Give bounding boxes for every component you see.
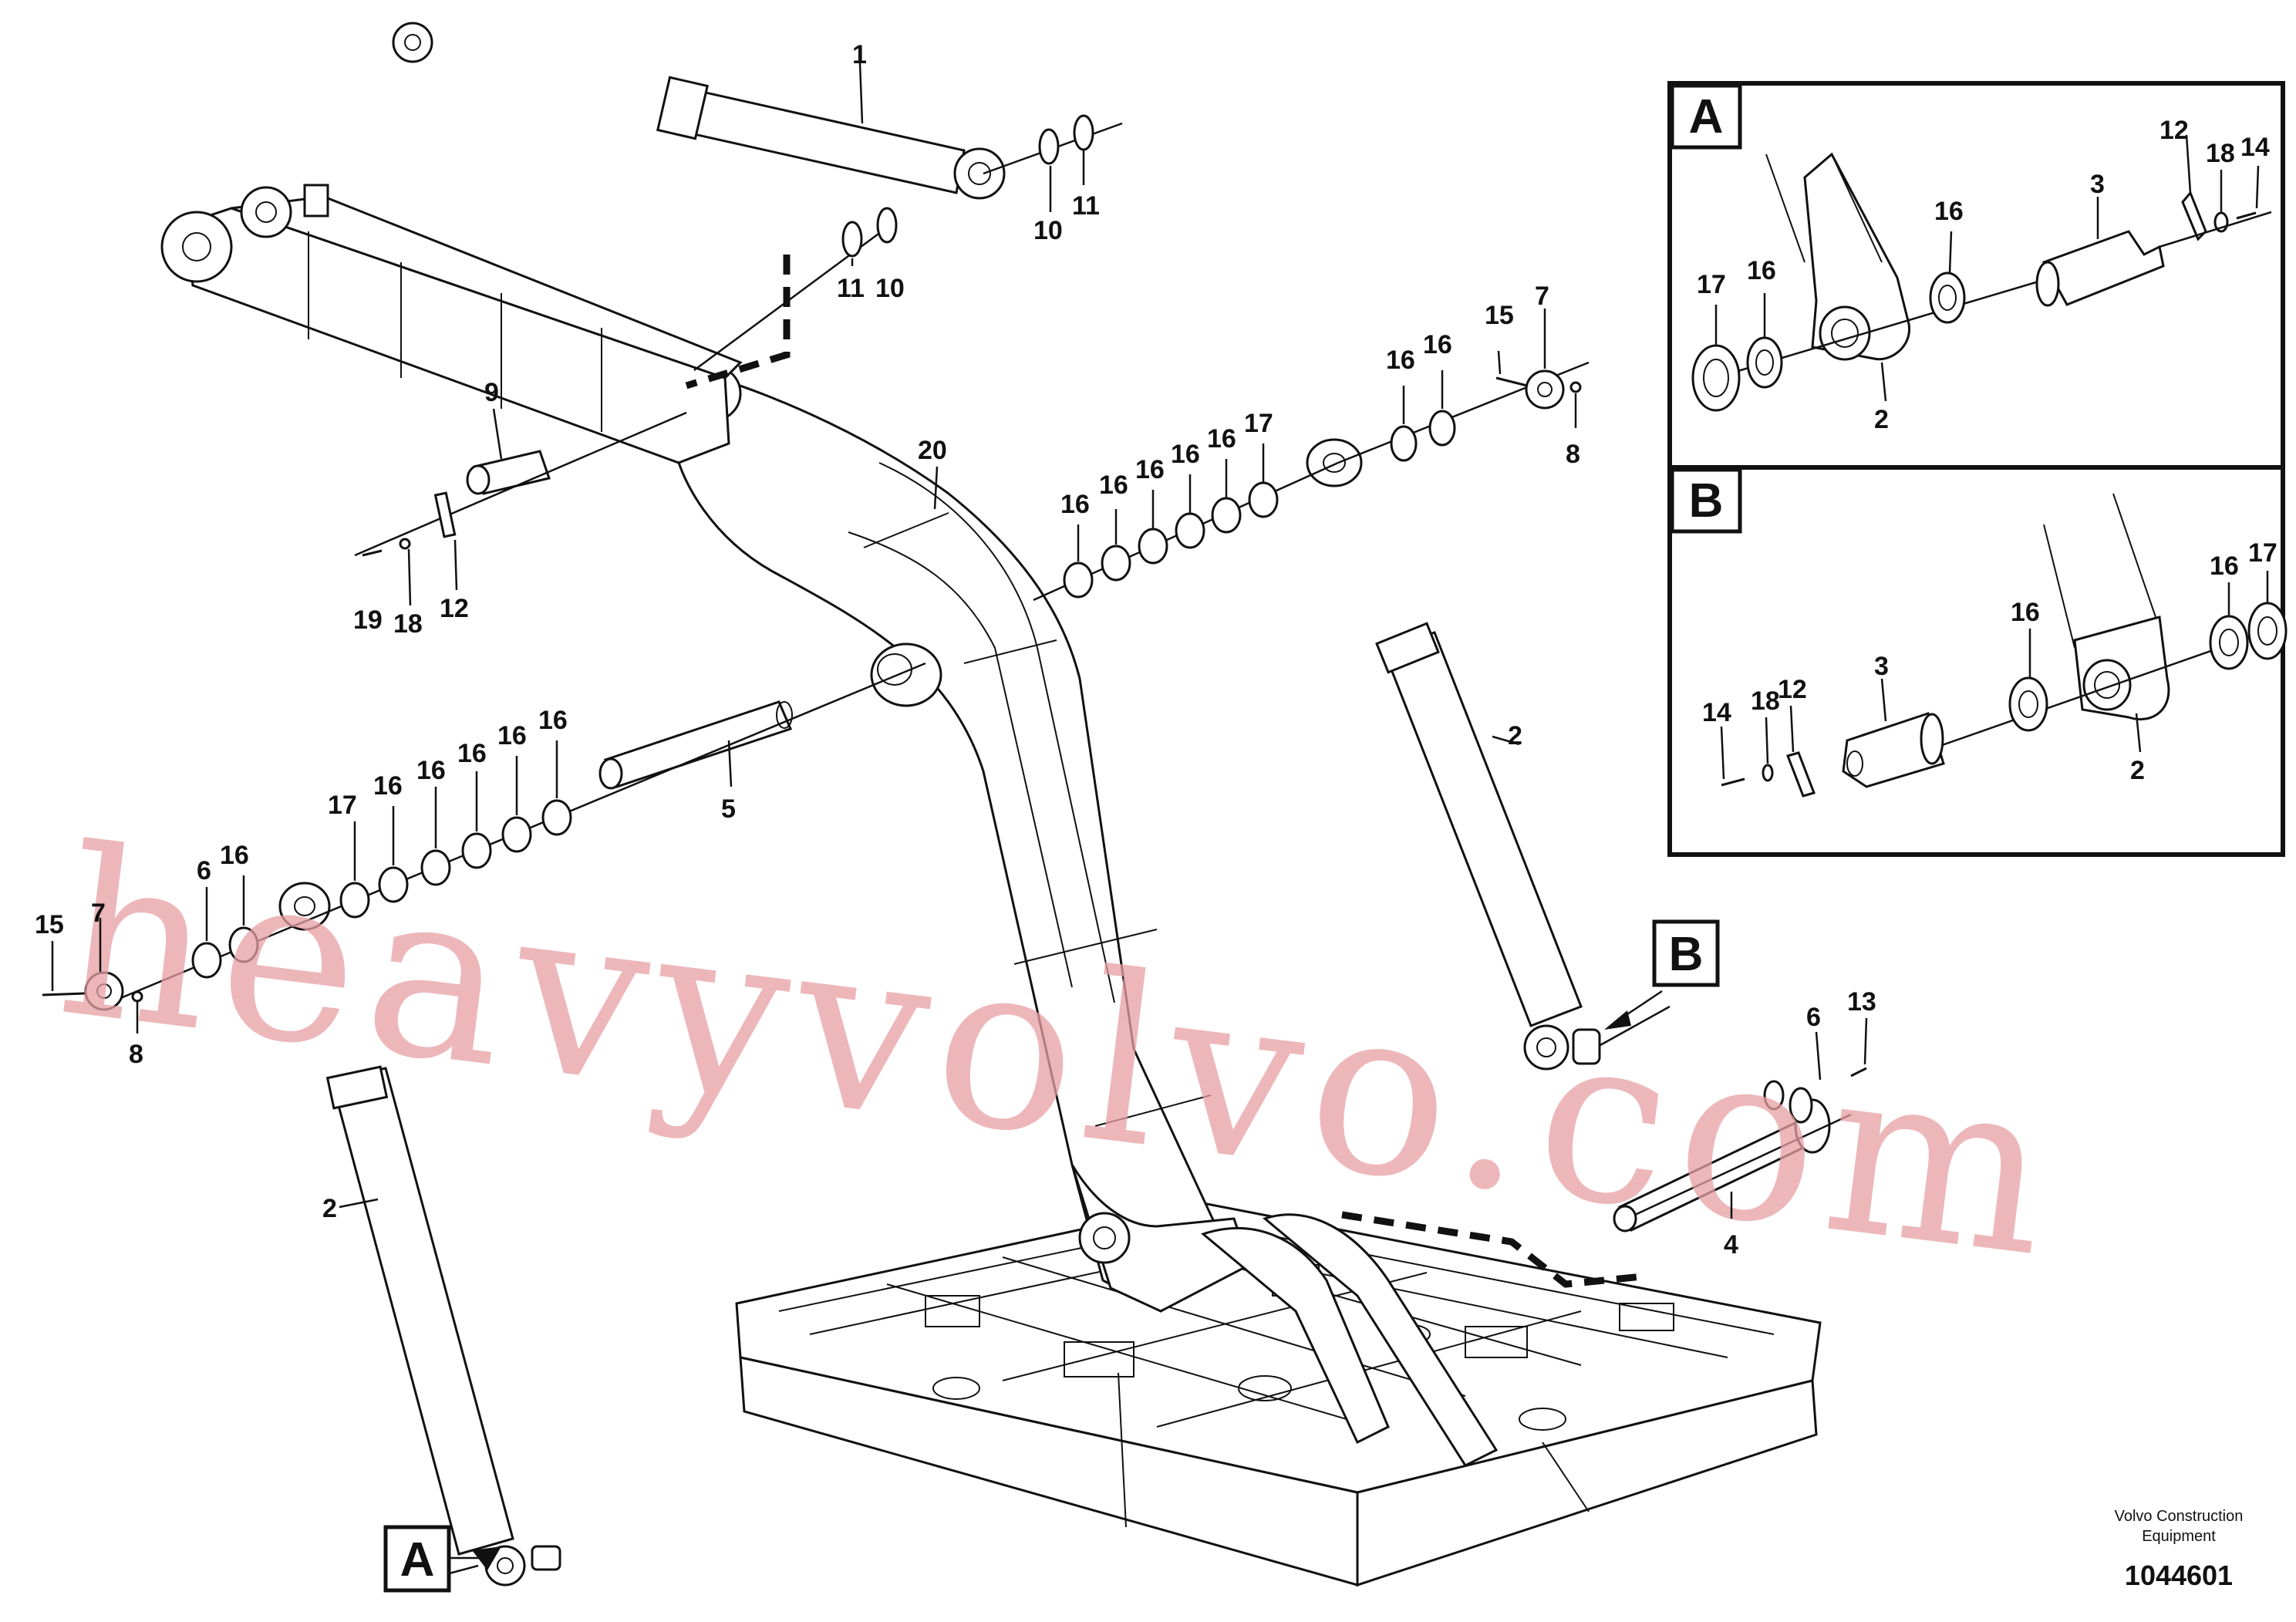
dashed-ref-arm: [685, 255, 791, 389]
detail-a-letter: A: [1689, 90, 1724, 143]
detail-b: B: [1670, 467, 2288, 798]
part-label-16: 16: [497, 721, 527, 750]
detail-a-label-14: 14: [2240, 133, 2270, 162]
part-label-16: 16: [220, 841, 249, 870]
detail-b-label-16: 16: [2210, 551, 2239, 581]
detail-a-label-2: 2: [1874, 405, 1889, 434]
detail-b-label-18: 18: [1751, 686, 1780, 716]
part-label-6: 6: [197, 856, 211, 885]
footer: Volvo Construction Equipment 1044601: [2115, 1508, 2244, 1591]
part-label-13: 13: [1847, 987, 1876, 1017]
callout-b-letter: B: [1669, 928, 1704, 981]
detail-a-label-12: 12: [2159, 116, 2189, 145]
part-label-2: 2: [322, 1194, 337, 1223]
part-label-15: 15: [1485, 301, 1514, 330]
part-label-16: 16: [373, 771, 403, 801]
part-label-16: 16: [1060, 490, 1090, 519]
part-label-17: 17: [328, 791, 357, 820]
part-label-9: 9: [484, 378, 499, 407]
part-label-4: 4: [1724, 1230, 1738, 1259]
part-label-8: 8: [1566, 440, 1580, 469]
pins: [466, 450, 1831, 1233]
detail-a-label-16: 16: [1934, 197, 1964, 226]
part-label-18: 18: [393, 609, 423, 639]
part-label-16: 16: [1099, 470, 1128, 500]
detail-b-letter: B: [1689, 474, 1724, 528]
callout-a-letter: A: [400, 1533, 435, 1587]
arm-cylinder: [392, 22, 1006, 200]
detail-a-label-3: 3: [2090, 170, 2105, 199]
detail-a-label-17: 17: [1697, 270, 1726, 299]
part-label-15: 15: [35, 910, 64, 939]
detail-b-label-17: 17: [2248, 538, 2277, 568]
part-label-17: 17: [1244, 409, 1273, 438]
hardware: [42, 369, 1867, 1111]
drawing-number: 1044601: [2125, 1560, 2233, 1591]
part-label-6: 6: [1806, 1003, 1821, 1032]
part-label-5: 5: [721, 794, 736, 824]
dashed-ref-frame: [1341, 1211, 1644, 1288]
washers: [191, 114, 1813, 1124]
brand-line-1: Volvo Construction: [2115, 1508, 2244, 1525]
part-label-11: 11: [1072, 191, 1100, 221]
part-label-16: 16: [457, 739, 487, 768]
part-label-7: 7: [91, 899, 106, 928]
part-label-16: 16: [538, 706, 568, 735]
upper-frame: [735, 1202, 1822, 1587]
detail-a-label-18: 18: [2206, 139, 2235, 168]
arm: [160, 184, 743, 464]
part-label-12: 12: [440, 594, 469, 623]
part-label-1: 1: [852, 40, 867, 69]
detail-b-label-3: 3: [1874, 652, 1889, 681]
part-label-11: 11: [837, 274, 865, 303]
detail-b-label-14: 14: [1702, 698, 1731, 727]
part-label-16: 16: [416, 756, 446, 785]
part-label-16: 16: [1207, 424, 1236, 454]
callout-a: A: [383, 1525, 501, 1593]
part-label-16: 16: [1135, 455, 1165, 484]
part-label-7: 7: [1535, 282, 1549, 311]
detail-a: A: [1670, 83, 2272, 412]
part-label-2: 2: [1508, 721, 1522, 750]
boom-cylinder-right: [1306, 438, 1601, 1071]
part-label-10: 10: [1033, 216, 1063, 245]
part-labels: 1 10 11 11 10 9 20 19 18 12 15 7 16 16 8…: [35, 40, 2277, 1259]
detail-b-label-16: 16: [2011, 598, 2040, 627]
part-label-16: 16: [1171, 440, 1200, 469]
detail-panel: A B: [1667, 81, 2288, 857]
part-label-10: 10: [875, 274, 905, 303]
detail-a-label-16: 16: [1747, 256, 1776, 285]
part-label-16: 16: [1386, 346, 1415, 375]
callout-b: B: [1604, 919, 1720, 1030]
part-label-16: 16: [1423, 330, 1452, 359]
detail-b-label-2: 2: [2130, 756, 2145, 785]
part-label-19: 19: [353, 605, 383, 635]
part-label-20: 20: [918, 436, 947, 465]
part-label-8: 8: [129, 1040, 143, 1069]
brand-line-2: Equipment: [2142, 1528, 2216, 1545]
detail-b-label-12: 12: [1778, 675, 1807, 704]
